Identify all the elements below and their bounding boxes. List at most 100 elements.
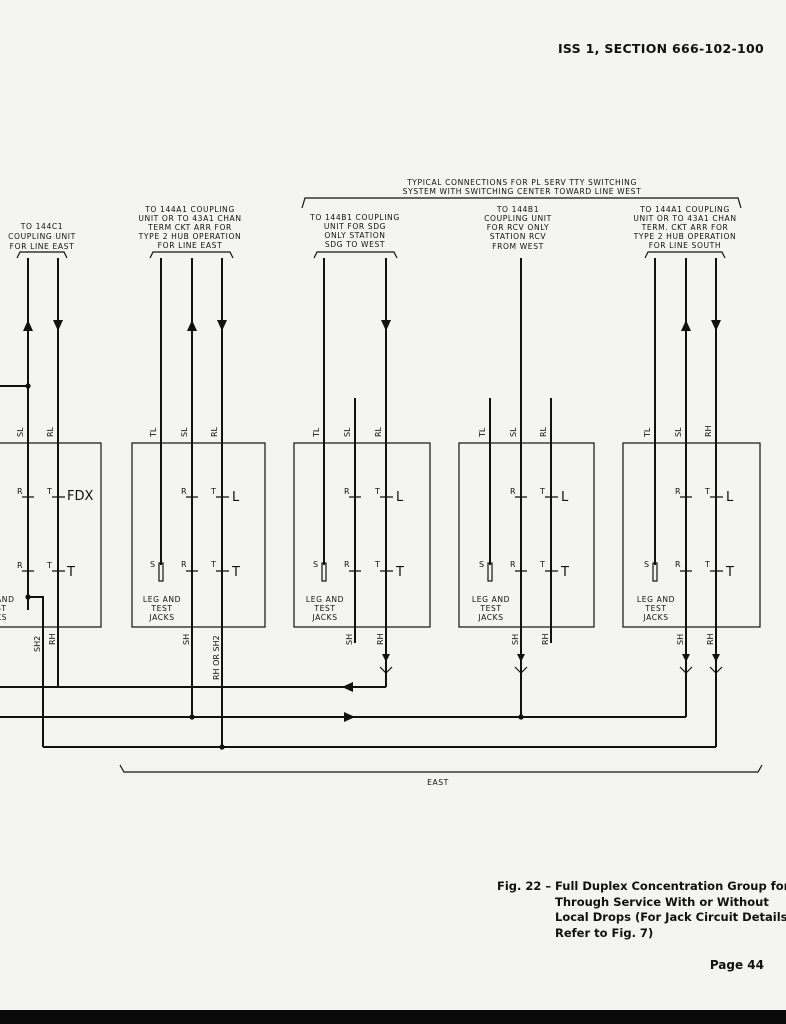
svg-text:T: T <box>704 560 710 569</box>
svg-text:T: T <box>560 565 569 580</box>
svg-text:TO 144B1: TO 144B1 <box>496 205 539 214</box>
figure-number: Fig. 22 – <box>497 879 552 893</box>
figure-title: Full Duplex Concentration Group for Thro… <box>555 879 786 940</box>
svg-text:TEST: TEST <box>150 604 172 613</box>
svg-text:SH: SH <box>345 634 354 645</box>
svg-text:R: R <box>510 487 516 496</box>
svg-text:JACKS: JACKS <box>148 613 174 622</box>
svg-text:TL: TL <box>149 427 158 438</box>
svg-text:T: T <box>66 565 75 580</box>
svg-text:SDG TO WEST: SDG TO WEST <box>325 240 385 249</box>
svg-text:SL: SL <box>674 427 683 437</box>
svg-text:T: T <box>210 560 216 569</box>
svg-text:SH2: SH2 <box>33 636 42 652</box>
svg-text:R: R <box>675 487 681 496</box>
svg-text:FOR LINE EAST: FOR LINE EAST <box>10 242 75 251</box>
svg-text:SL: SL <box>180 427 189 437</box>
svg-text:AND: AND <box>0 595 15 604</box>
svg-text:RL: RL <box>539 426 548 437</box>
svg-text:LEG AND: LEG AND <box>143 595 181 604</box>
svg-text:SH: SH <box>676 634 685 645</box>
svg-text:R: R <box>510 560 516 569</box>
dest-group-4: TO 144A1 COUPLING UNIT OR TO 43A1 CHAN T… <box>633 205 737 250</box>
svg-text:L: L <box>232 490 240 505</box>
typical-bracket <box>301 197 742 209</box>
svg-text:UNIT OR TO 43A1 CHAN: UNIT OR TO 43A1 CHAN <box>633 214 736 223</box>
svg-text:T: T <box>210 487 216 496</box>
wires <box>0 258 717 748</box>
dest-group-3: TO 144B1 COUPLING UNIT FOR RCV ONLY STAT… <box>484 205 552 251</box>
svg-text:R: R <box>181 487 187 496</box>
svg-text:SH: SH <box>511 634 520 645</box>
svg-text:R: R <box>181 560 187 569</box>
svg-text:RH: RH <box>706 633 715 645</box>
plug-chevrons <box>379 666 723 674</box>
jack-symbols <box>22 496 723 582</box>
dest-group-2: TO 144B1 COUPLING UNIT FOR SDG ONLY STAT… <box>309 213 399 249</box>
svg-text:T: T <box>395 565 404 580</box>
svg-text:RH: RH <box>48 633 57 645</box>
east-bracket <box>119 764 763 773</box>
svg-text:COUPLING UNIT: COUPLING UNIT <box>484 214 552 223</box>
svg-text:TO 144C1: TO 144C1 <box>20 222 63 231</box>
typical-note-line1: TYPICAL CONNECTIONS FOR PL SERV TTY SWIT… <box>406 178 637 187</box>
svg-text:TEST: TEST <box>479 604 501 613</box>
svg-text:JACKS: JACKS <box>642 613 668 622</box>
small-brackets <box>16 251 726 259</box>
svg-text:S: S <box>313 560 318 569</box>
svg-text:L: L <box>561 490 569 505</box>
svg-text:T: T <box>374 487 380 496</box>
svg-text:FOR RCV ONLY: FOR RCV ONLY <box>487 223 550 232</box>
svg-text:S: S <box>479 560 484 569</box>
svg-text:SL: SL <box>343 427 352 437</box>
svg-text:UNIT FOR SDG: UNIT FOR SDG <box>324 222 386 231</box>
svg-text:TL: TL <box>478 427 487 438</box>
svg-text:S: S <box>150 560 155 569</box>
wire-labels-top: SL RL TL SL RL TL SL RL TL SL RL TL SL R… <box>16 425 713 438</box>
svg-text:KS: KS <box>0 613 7 622</box>
svg-text:STATION RCV: STATION RCV <box>490 232 547 241</box>
svg-text:T: T <box>46 561 52 570</box>
svg-text:LEG AND: LEG AND <box>637 595 675 604</box>
svg-text:T: T <box>231 565 240 580</box>
svg-text:JACKS: JACKS <box>477 613 503 622</box>
svg-text:TL: TL <box>643 427 652 438</box>
svg-text:FDX: FDX <box>67 489 93 504</box>
svg-text:RH: RH <box>541 633 550 645</box>
svg-text:RH: RH <box>376 633 385 645</box>
svg-text:TO 144A1 COUPLING: TO 144A1 COUPLING <box>639 205 730 214</box>
svg-text:S: S <box>644 560 649 569</box>
svg-text:L: L <box>726 490 734 505</box>
svg-text:TL: TL <box>312 427 321 438</box>
jack-boxes <box>0 442 761 628</box>
svg-text:TERM. CKT ARR FOR: TERM. CKT ARR FOR <box>641 223 729 232</box>
svg-text:TERM CKT ARR FOR: TERM CKT ARR FOR <box>147 223 232 232</box>
svg-text:T: T <box>374 560 380 569</box>
svg-text:ST: ST <box>0 604 7 613</box>
page-number: Page 44 <box>709 958 764 972</box>
svg-text:TEST: TEST <box>644 604 666 613</box>
junction-dots <box>25 383 524 750</box>
box-captions: AND ST KS LEG AND TEST JACKS LEG AND TES… <box>0 595 675 622</box>
svg-text:FOR LINE SOUTH: FOR LINE SOUTH <box>649 241 722 250</box>
svg-text:TEST: TEST <box>313 604 335 613</box>
svg-text:JACKS: JACKS <box>311 613 337 622</box>
svg-text:TYPE 2 HUB OPERATION: TYPE 2 HUB OPERATION <box>138 232 242 241</box>
typical-note-line2: SYSTEM WITH SWITCHING CENTER TOWARD LINE… <box>403 187 642 196</box>
svg-text:R: R <box>17 487 23 496</box>
svg-text:FOR LINE EAST: FOR LINE EAST <box>158 241 223 250</box>
figure-caption: Fig. 22 – Full Duplex Concentration Grou… <box>497 879 786 941</box>
wire-labels-bottom: SH2 RH SH RH OR SH2 SH RH SH RH SH RH <box>33 633 715 680</box>
svg-text:COUPLING UNIT: COUPLING UNIT <box>8 232 76 241</box>
svg-text:FROM WEST: FROM WEST <box>492 242 544 251</box>
svg-text:UNIT OR TO 43A1 CHAN: UNIT OR TO 43A1 CHAN <box>138 214 241 223</box>
svg-text:RL: RL <box>210 426 219 437</box>
svg-text:LEG AND: LEG AND <box>472 595 510 604</box>
svg-text:TYPE 2 HUB OPERATION: TYPE 2 HUB OPERATION <box>633 232 737 241</box>
svg-text:T: T <box>539 560 545 569</box>
east-label: EAST <box>427 778 449 787</box>
svg-text:RH OR SH2: RH OR SH2 <box>212 635 221 680</box>
svg-text:T: T <box>704 487 710 496</box>
svg-text:RL: RL <box>46 426 55 437</box>
